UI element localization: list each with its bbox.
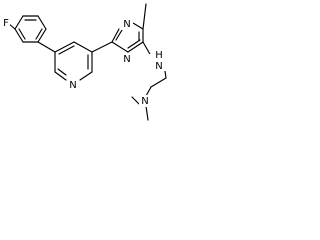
fluorine-atom: F [2,17,10,29]
pyrimidine-nitrogen-top-label-background [121,18,133,30]
pyridine-pyrimidine-bond [91,41,113,53]
pyrimidine-ring-bond-1 [111,28,120,43]
dimethyl-methyl-bond-2 [145,105,149,121]
linker-bond-3 [145,86,152,97]
dimethylamine-nitrogen-label-background [139,95,151,107]
pyrimidine-nitrogen-top-label: N [123,19,130,30]
pyridine-ring-bond-1 [54,41,75,53]
chemical-structure-diagram: F N N N H N N [2,3,168,121]
fluorine-label-background [2,17,10,29]
fluorine-label: F [3,18,9,29]
pyrimidine-nitrogen-top-atom: N [121,18,133,30]
fluorophenyl-ring-bond-3 [37,15,47,30]
pyridine-ring-bond-2 [73,41,93,53]
bond-layer [7,3,167,121]
fluorophenyl-ring-bond-4 [37,28,47,43]
pyrimidine-ring-bond-4 [127,41,144,53]
pyridine-nitrogen-label: N [69,80,76,91]
pyrimidine-amine-bond [142,41,152,57]
fluorophenyl-ring-bond-6 [14,28,24,43]
pyridine-ring-inner-bond-3 [57,68,67,76]
pyrimidine-ring-bond-5 [111,41,129,53]
amine-nitrogen-label-background [148,54,168,71]
dimethyl-methyl-bond-1 [131,96,140,105]
pyrimidine-nitrogen-side-label: N [123,54,130,65]
methyl-bond [142,3,147,30]
dimethylamine-nitrogen-atom: N [139,95,151,107]
pyrimidine-nitrogen-side-atom: N [121,53,133,65]
pyridine-nitrogen-label-background [67,79,79,91]
amine-hydrogen-label: H [155,50,163,61]
fluorophenyl-ring-inner-bond-2 [35,28,43,40]
fluorophenyl-ring-bond-1 [14,15,24,30]
pyridine-ring-bond-5 [54,71,67,81]
pyridine-nitrogen-atom: N [67,79,79,91]
pyrimidine-ring-bond-2 [132,22,144,30]
fluorophenyl-ring-inner-bond-3 [18,28,26,40]
biaryl-bond [37,41,56,53]
pyrimidine-nitrogen-side-label-background [121,53,133,65]
amine-nitrogen-atom: H N [148,50,168,72]
pyridine-ring-inner-bond-1 [58,45,75,55]
pyrimidine-ring-inner-bond-3 [127,39,141,49]
pyridine-ring-bond-4 [79,71,93,81]
atom-label-layer: F N N N H N N [2,17,168,107]
amine-nitrogen-label: N [155,61,162,72]
pyrimidine-ring-inner-bond-1 [115,29,123,41]
linker-bond-2 [150,77,167,88]
dimethylamine-nitrogen-label: N [141,96,148,107]
